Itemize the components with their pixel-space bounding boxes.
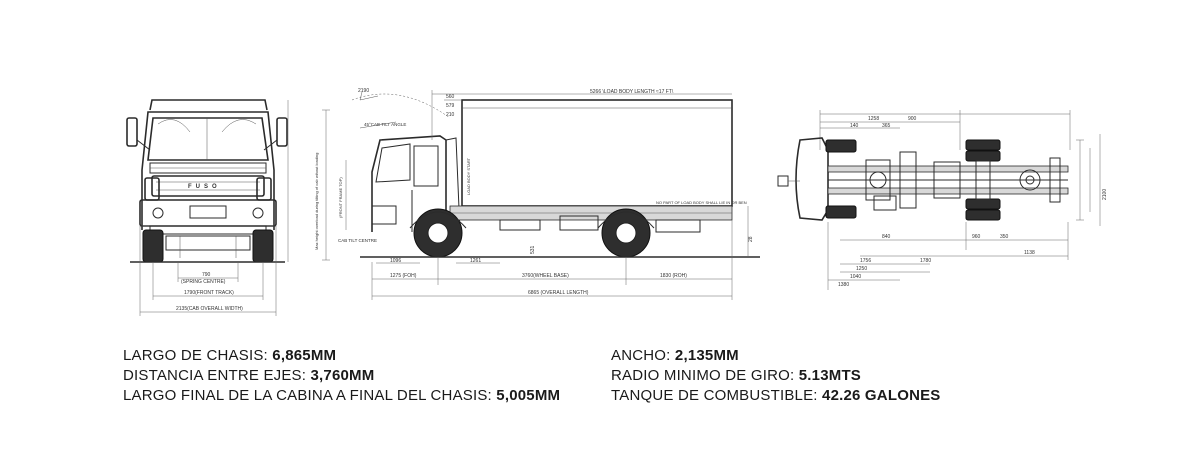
plan-dim-7: 1138 bbox=[1024, 250, 1035, 256]
dim-load-body-length: 5266 \LOAD BODY LENGTH ≈17 FT\ bbox=[590, 89, 674, 95]
dim-wheel-base: 3760(WHEEL BASE) bbox=[522, 273, 569, 279]
dim-load-body-start: LOAD BODY START bbox=[466, 157, 471, 195]
dim-210: 210 bbox=[446, 112, 455, 118]
dim-1275-foh: 1275 (FOH) bbox=[390, 273, 417, 279]
dim-579: 579 bbox=[446, 103, 455, 109]
plan-dim-13: 1380 bbox=[838, 282, 849, 288]
plan-dim-12: 1040 bbox=[850, 274, 861, 280]
front-brand-mark: FUSO bbox=[188, 184, 221, 190]
dim-spring-centre-label: (SPRING CENTRE) bbox=[181, 279, 226, 285]
dim-2190: 2190 bbox=[358, 88, 369, 94]
plan-view: 1258 900 140 365 bbox=[777, 110, 1108, 290]
plan-dim-4: 365 bbox=[882, 123, 891, 129]
dim-part-load: NO PART OF LOAD BODY SHALL LIE IN OR BEN bbox=[656, 200, 747, 205]
dim-cab-tilt-centre: CAB TILT CENTRE bbox=[338, 238, 377, 243]
dim-560: 560 bbox=[446, 94, 455, 100]
spec-turning-radius: RADIO MINIMO DE GIRO: 5.13MTS bbox=[611, 367, 862, 384]
dim-max-height: Max height overload during tilting of ca… bbox=[314, 153, 319, 250]
plan-dim-5: 960 bbox=[972, 234, 981, 240]
plan-dim-3: 140 bbox=[850, 123, 859, 129]
dim-1096: 1096 bbox=[390, 258, 401, 264]
spec-wheelbase: DISTANCIA ENTRE EJES: 3,760MM bbox=[123, 367, 375, 384]
plan-dim-11: 840 bbox=[882, 234, 891, 240]
dim-spring-centre: 790 bbox=[202, 272, 211, 278]
plan-dim-1: 1258 bbox=[868, 116, 879, 122]
dim-1261: 1261 bbox=[470, 258, 481, 264]
front-view: FUSO 790 (SPRING CENTRE) 1790(FRONT TRAC… bbox=[126, 99, 289, 316]
plan-dim-2: 900 bbox=[908, 116, 917, 122]
dim-cab-overall-width: 2135(CAB OVERALL WIDTH) bbox=[176, 306, 243, 312]
plan-dim-10: 1250 bbox=[856, 266, 867, 272]
specs-left-column: LARGO DE CHASIS: 6,865MM DISTANCIA ENTRE… bbox=[123, 346, 560, 406]
dim-531: 531 bbox=[530, 245, 536, 254]
dim-rear-ref: 28 bbox=[748, 236, 754, 242]
dim-1830-roh: 1830 (ROH) bbox=[660, 273, 687, 279]
spec-cab-to-end: LARGO FINAL DE LA CABINA A FINAL DEL CHA… bbox=[123, 387, 561, 404]
plan-dim-6: 350 bbox=[1000, 234, 1009, 240]
plan-dim-14: 2100 bbox=[1102, 189, 1108, 200]
dim-front-track: 1790(FRONT TRACK) bbox=[184, 290, 234, 296]
spec-chassis-length: LARGO DE CHASIS: 6,865MM bbox=[123, 347, 337, 364]
dim-cab-tilt-angle: 45°CAB TILT ANGLE bbox=[364, 122, 406, 127]
side-view: Max height overload during tilting of ca… bbox=[314, 88, 760, 300]
truck-technical-drawing: FUSO 790 (SPRING CENTRE) 1790(FRONT TRAC… bbox=[126, 88, 1108, 316]
specs-right-column: ANCHO: 2,135MM RADIO MINIMO DE GIRO: 5.1… bbox=[611, 346, 941, 406]
plan-dim-8: 1780 bbox=[920, 258, 931, 264]
plan-dim-9: 1756 bbox=[860, 258, 871, 264]
spec-fuel-tank: TANQUE DE COMBUSTIBLE: 42.26 GALONES bbox=[611, 387, 941, 404]
spec-width: ANCHO: 2,135MM bbox=[611, 347, 739, 364]
dim-front-frame-top: (FRONT FRAME TOP) bbox=[338, 177, 343, 218]
dim-overall-length: 6865 (OVERALL LENGTH) bbox=[528, 290, 589, 296]
